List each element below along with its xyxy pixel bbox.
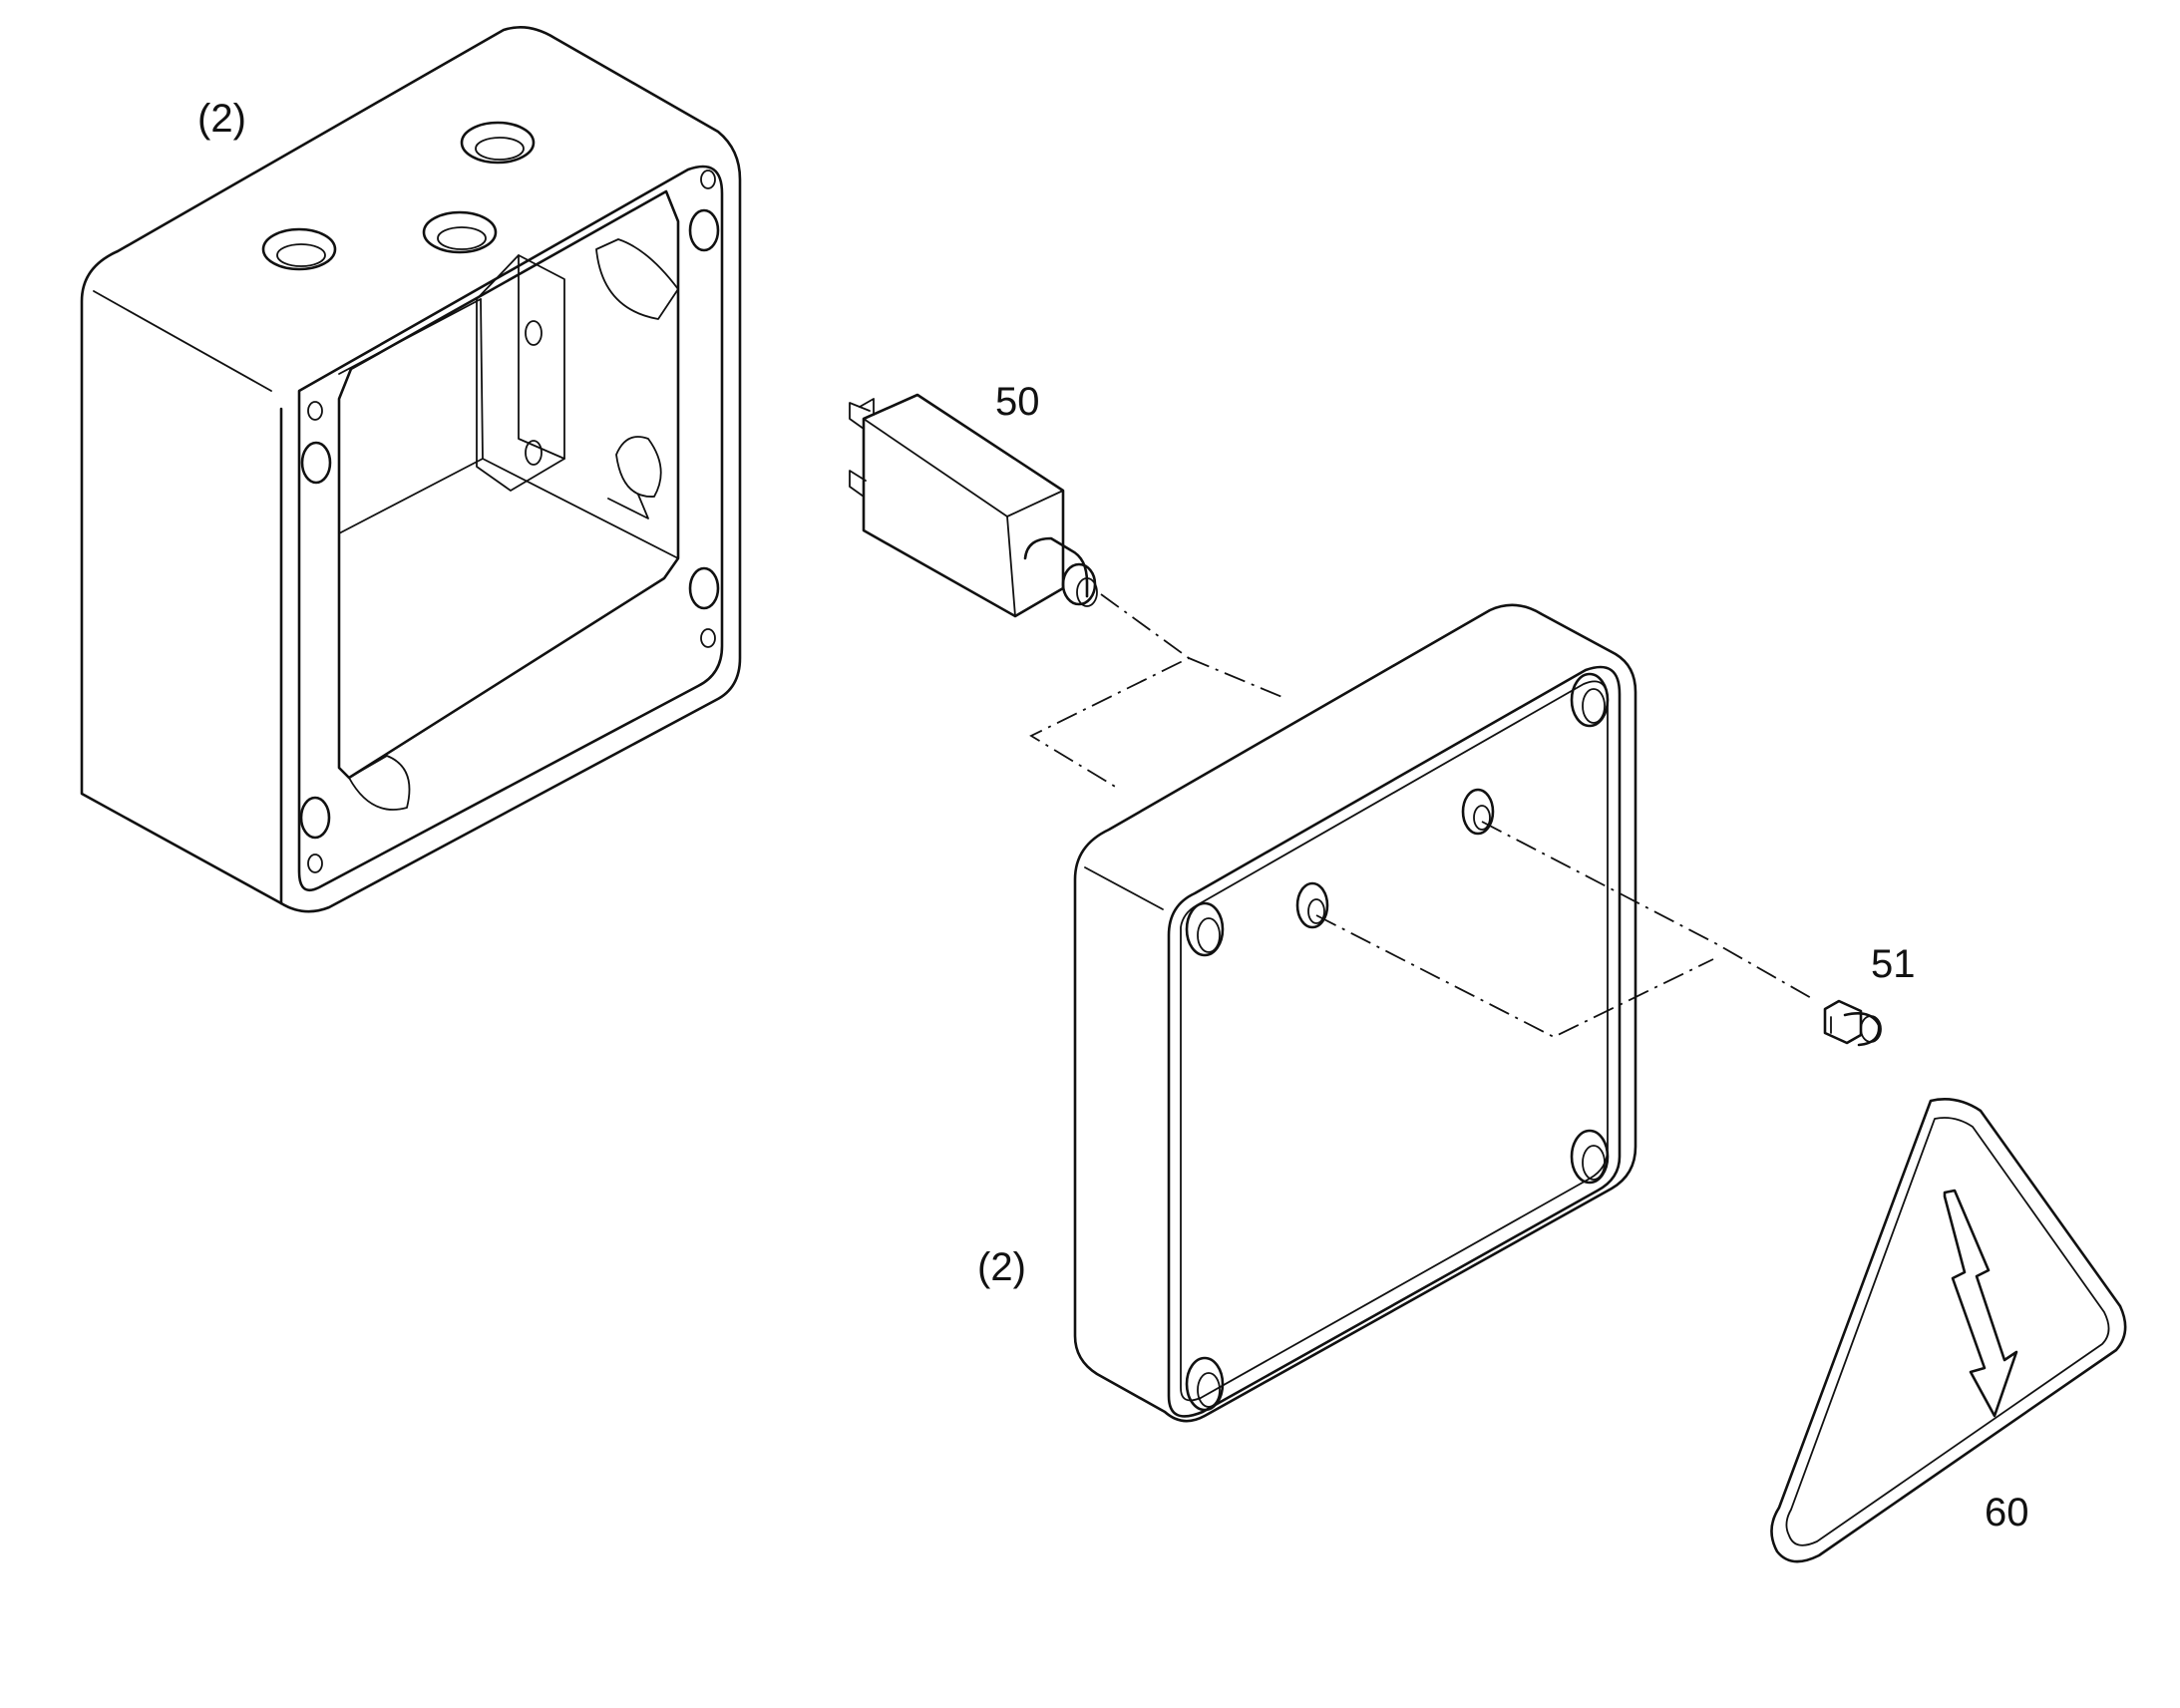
callout-warning-label: 60 [1985,1491,2029,1535]
assembly-lines [1029,593,1814,1039]
callout-housing-cover: (2) [977,1245,1026,1289]
callout-housing-base: (2) [197,97,246,141]
housing-cover [1073,603,1637,1423]
plug-part [1823,999,1882,1047]
housing-base [80,26,742,913]
callout-plug: 51 [1871,942,1916,986]
relay-part [849,393,1098,618]
callout-relay: 50 [995,380,1040,424]
warning-label [1770,1098,2127,1563]
